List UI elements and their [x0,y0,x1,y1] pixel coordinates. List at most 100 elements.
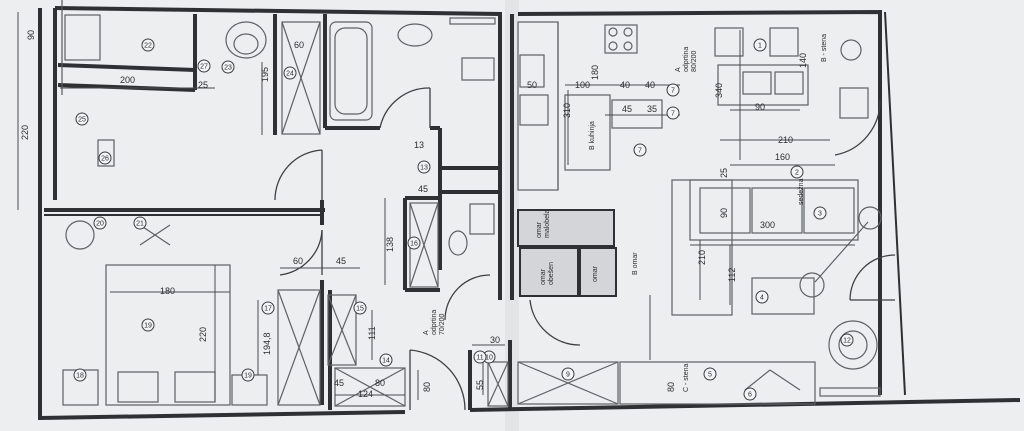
dim-25-liv: 25 [719,168,729,178]
marker-circle [353,301,367,315]
marker-circle [221,60,235,74]
dim-300: 300 [760,220,775,230]
marker-circle [743,387,757,401]
dim-124: 124 [358,389,373,399]
dim-340: 340 [714,83,724,98]
dim-200: 200 [120,75,135,85]
marker-circle [75,112,89,126]
dim-111: 111 [367,326,377,340]
marker-circle [261,301,275,315]
marker-number: 13 [420,165,428,172]
marker-number: 3 [818,211,822,218]
kitchen-furniture [517,21,663,297]
dimension-text: 90 220 200 25 195 60 13 45 138 60 45 180… [20,30,808,399]
marker-number: 1 [758,43,762,50]
marker-number: 21 [136,221,144,228]
door-opening-label-2: Aodprtina70/200 [423,310,446,335]
marker-number: 16 [410,241,418,248]
marker-circle [840,333,854,347]
dim-180-bed: 180 [160,286,175,296]
b-wall-label: B - stena [821,34,828,62]
marker-circle [141,38,155,52]
marker-circle [813,206,827,220]
marker-number: 9 [566,372,570,379]
dim-45-k: 45 [622,104,632,114]
c-wall-label: C - stena [683,363,690,392]
marker-number: 19 [244,373,252,380]
dim-40-a: 40 [620,80,630,90]
marker-number: 12 [843,338,851,345]
cabinet-label-1: omarmalobela [536,209,551,238]
marker-circle [133,216,147,230]
cabinet-label-2: omarobešen [540,262,555,285]
marker-circle [633,143,647,157]
dim-112: 112 [727,268,737,282]
bathroom-fixtures [329,17,496,407]
marker-number: 6 [748,392,752,399]
marker-circle [197,59,211,73]
marker-circle [790,165,804,179]
dim-60-top: 60 [294,40,304,50]
dim-90-liv: 90 [755,102,765,112]
marker-number: 11 [476,355,483,362]
dim-138: 138 [385,237,395,252]
dim-195: 195 [260,67,270,82]
marker-number: 27 [200,64,208,71]
marker-circle [283,66,297,80]
marker-circle [417,160,431,174]
dim-210-liv: 210 [778,135,793,145]
marker-number: 23 [224,65,232,72]
dim-60-hall: 60 [293,256,303,266]
dim-13: 13 [414,140,424,150]
bedroom-top-furniture [61,0,267,167]
marker-circle [561,367,575,381]
dim-140: 140 [798,53,808,68]
marker-circle [703,367,717,381]
interior-walls [44,14,512,410]
marker-number: 26 [101,156,109,163]
marker-number: 7 [638,148,642,155]
dim-55: 55 [475,380,485,390]
marker-circle [753,38,767,52]
marker-circle [141,318,155,332]
marker-number: 18 [76,373,84,380]
marker-circle [93,216,107,230]
marker-circle [755,290,769,304]
dim-210-sofa: 210 [697,250,707,265]
marker-number: 7 [671,111,675,118]
marker-number: 14 [382,358,390,365]
dim-80-door: 80 [422,382,432,392]
dim-45-hall2: 45 [336,256,346,266]
marker-circle [666,106,680,120]
marker-circle [98,151,112,165]
marker-circle [473,350,487,364]
b-cabinet-label: B omar [632,252,639,275]
marker-number: 7 [671,88,675,95]
dim-50: 50 [527,80,537,90]
marker-number: 25 [78,117,86,124]
living-furniture [517,27,882,405]
wardrobes [277,21,509,407]
cabinet-label-3: omar [592,265,599,282]
marker-circle [73,368,87,382]
kitchen-label: B kuhinja [589,121,596,150]
doors [274,87,896,411]
dim-90: 90 [26,30,36,40]
marker-number: 19 [144,323,152,330]
dim-194-8: 194,8 [262,332,272,355]
marker-number: 10 [485,355,493,362]
marker-circle [666,83,680,97]
dim-30: 30 [490,335,500,345]
dim-160: 160 [775,152,790,162]
dim-90-sofa: 90 [719,208,729,218]
dim-80-bottom: 80 [666,382,676,392]
dimension-lines [17,12,855,402]
marker-number: 22 [144,43,152,50]
marker-number: 17 [264,306,272,313]
dim-310: 310 [562,103,572,118]
marker-number: 4 [760,295,764,302]
sofa-label: sedežna [798,178,805,205]
marker-number: 24 [286,71,294,78]
